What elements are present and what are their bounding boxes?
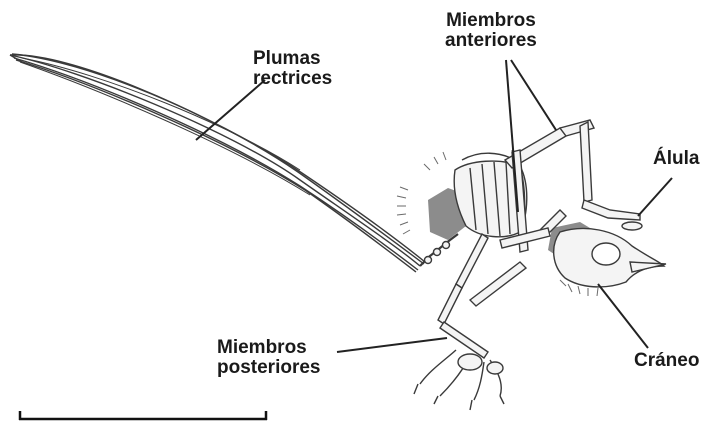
leader-skull bbox=[598, 284, 648, 348]
leader-alula bbox=[638, 178, 672, 216]
label-tail-feathers-line1: Plumas bbox=[253, 49, 332, 69]
label-forelimbs-line2: anteriores bbox=[445, 31, 537, 51]
hindlimbs-drawing bbox=[414, 228, 550, 410]
label-hindlimbs-line1: Miembros bbox=[217, 338, 320, 358]
label-forelimbs: Miembros anteriores bbox=[445, 11, 537, 51]
tail-feathers-drawing bbox=[10, 54, 425, 272]
label-hindlimbs-line2: posteriores bbox=[217, 358, 320, 378]
leader-forelimb-2 bbox=[511, 60, 556, 130]
label-skull: Cráneo bbox=[634, 351, 699, 371]
label-tail-feathers-line2: rectrices bbox=[253, 69, 332, 89]
label-tail-feathers: Plumas rectrices bbox=[253, 49, 332, 89]
scale-bar bbox=[19, 411, 267, 420]
label-hindlimbs: Miembros posteriores bbox=[217, 338, 320, 378]
label-forelimbs-line1: Miembros bbox=[445, 11, 537, 31]
label-alula: Álula bbox=[653, 149, 699, 169]
skull-drawing bbox=[554, 228, 666, 286]
leader-hindlimbs bbox=[337, 338, 447, 352]
